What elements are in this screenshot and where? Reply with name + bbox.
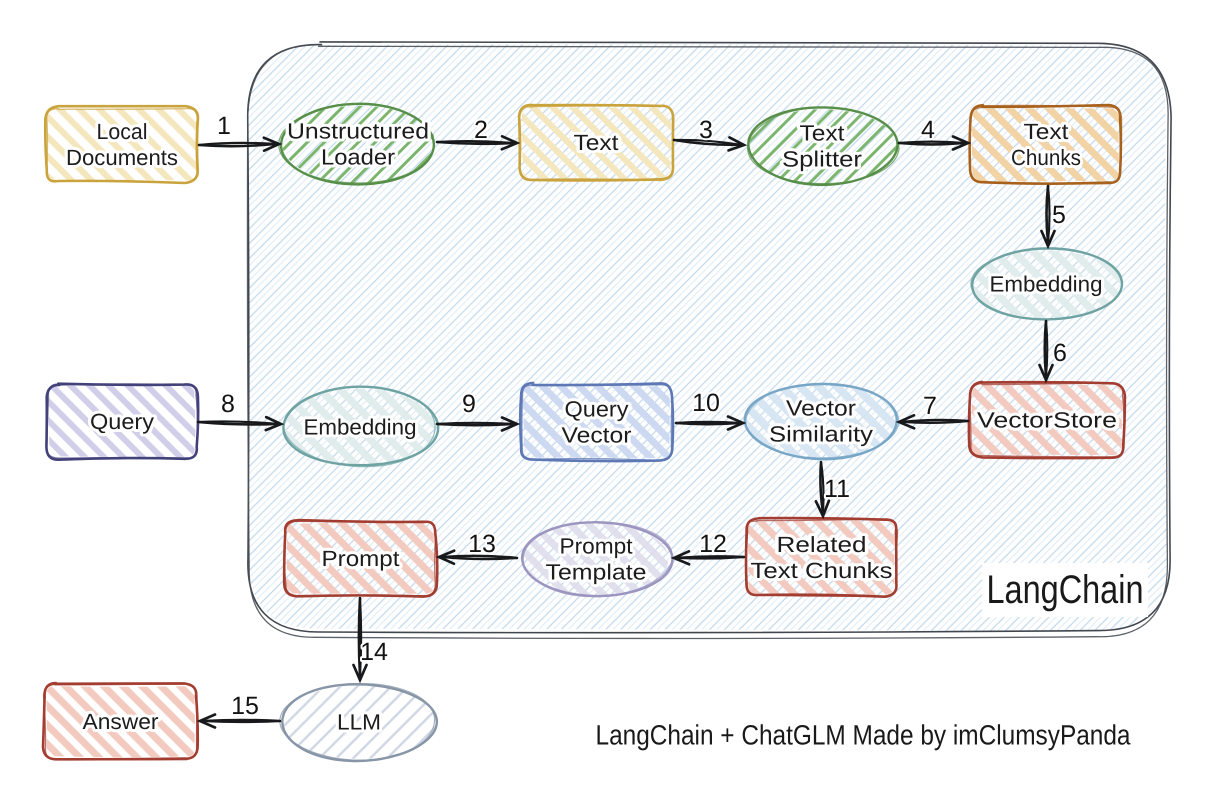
svg-text:Text: Text [1024,119,1069,144]
svg-text:15: 15 [231,692,259,720]
svg-text:VectorStore: VectorStore [977,408,1117,433]
svg-text:14: 14 [360,638,388,666]
svg-text:4: 4 [921,116,935,144]
svg-text:Prompt: Prompt [560,534,633,559]
svg-text:Answer: Answer [83,709,159,734]
svg-text:1: 1 [217,112,231,140]
svg-text:Chunks: Chunks [1011,145,1081,170]
svg-text:Splitter: Splitter [782,147,862,172]
svg-text:Text Chunks: Text Chunks [751,558,893,583]
svg-text:9: 9 [462,390,476,418]
svg-text:Embedding: Embedding [304,415,417,440]
svg-text:8: 8 [221,390,235,418]
svg-text:6: 6 [1053,339,1067,367]
svg-text:LangChain + ChatGLM Made by im: LangChain + ChatGLM Made by imClumsyPand… [596,720,1131,751]
svg-text:Unstructured: Unstructured [287,119,429,144]
svg-text:Documents: Documents [66,145,178,170]
svg-text:Template: Template [546,560,647,585]
svg-text:3: 3 [699,116,713,144]
svg-text:10: 10 [692,389,720,417]
svg-text:11: 11 [824,475,850,503]
svg-text:Related: Related [777,532,867,557]
svg-text:Text: Text [574,130,619,155]
svg-text:Loader: Loader [321,145,395,170]
svg-text:Vector: Vector [562,423,632,448]
svg-text:2: 2 [474,116,488,144]
svg-text:5: 5 [1052,201,1066,229]
svg-text:Prompt: Prompt [322,546,400,571]
svg-text:Local: Local [97,119,148,144]
svg-text:Embedding: Embedding [990,272,1103,297]
svg-text:12: 12 [699,530,727,558]
svg-text:13: 13 [468,530,496,558]
svg-text:Query: Query [90,409,154,434]
svg-text:Similarity: Similarity [769,422,873,447]
svg-text:LangChain: LangChain [987,568,1144,612]
svg-text:LLM: LLM [337,710,381,735]
svg-text:Vector: Vector [786,396,856,421]
svg-text:Text: Text [800,121,845,146]
svg-text:7: 7 [923,392,937,420]
svg-text:Query: Query [565,397,629,422]
